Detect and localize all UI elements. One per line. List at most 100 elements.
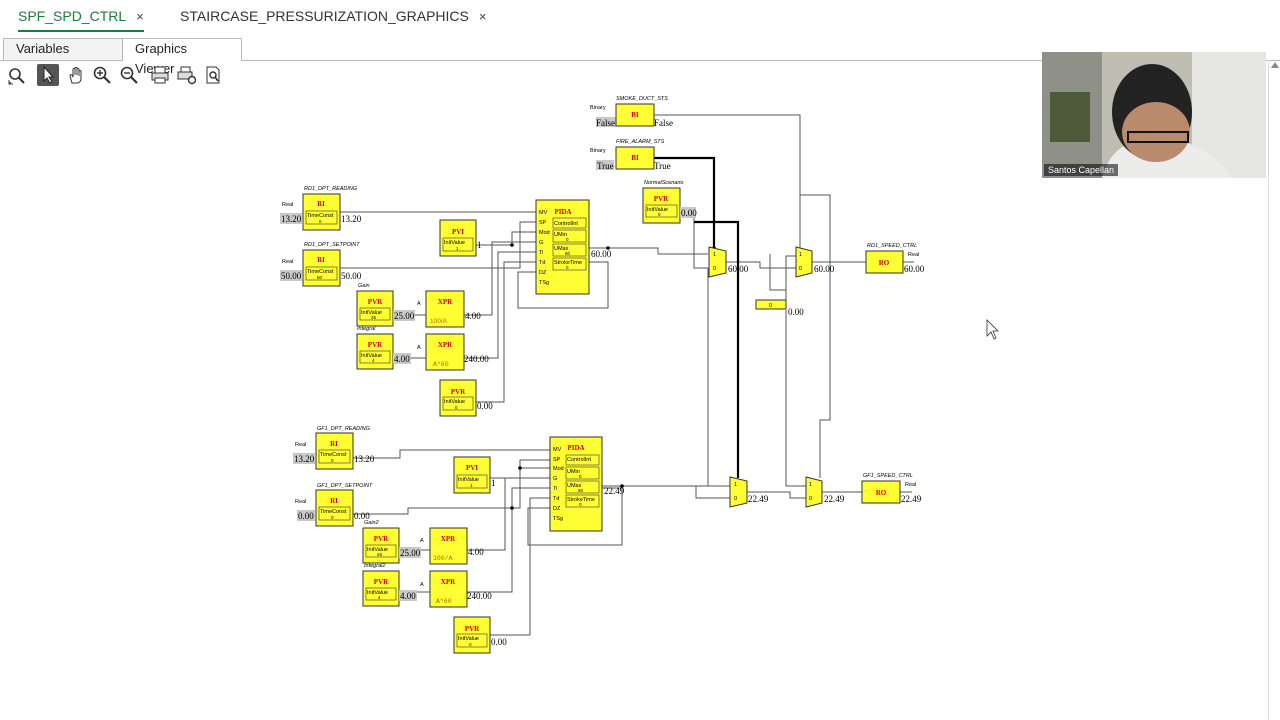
selector-block-c[interactable] — [729, 476, 748, 508]
param-label: InitValue — [458, 636, 479, 642]
normal-scenario-pvr-block[interactable] — [642, 187, 681, 224]
tab-label: SPF_SPD_CTRL — [18, 8, 127, 24]
block-title: RI — [330, 440, 338, 448]
pida-input-label: G — [539, 240, 543, 246]
constant-block[interactable] — [755, 299, 787, 310]
param-label: InitValue — [367, 547, 388, 553]
block-title: XPR — [438, 341, 453, 349]
xpr-block-3[interactable] — [429, 527, 468, 565]
param-label: TimeConst — [307, 213, 334, 219]
pida-input-label: Ti — [553, 486, 557, 492]
value-box — [399, 590, 417, 601]
value-box — [280, 270, 302, 281]
webcam-overlay: Santos Capellan — [1042, 52, 1266, 178]
gf1-setpoint-ri-block[interactable] — [315, 489, 354, 527]
block-type-label: Real — [282, 202, 293, 208]
xpr-input-label: A — [417, 345, 421, 351]
td-pvr-block-1[interactable] — [439, 379, 477, 417]
xpr-block-2[interactable] — [425, 333, 465, 371]
block-title: PIDA — [567, 444, 584, 452]
block-type-label: Real — [282, 259, 293, 265]
xpr-block-1[interactable] — [425, 290, 465, 328]
output-value: 25.00 — [394, 311, 415, 321]
print-icon[interactable] — [149, 64, 171, 86]
integral2-pvr-block[interactable] — [362, 570, 400, 607]
zoom-in-icon[interactable] — [91, 64, 113, 86]
pointer-icon[interactable] — [37, 64, 59, 86]
output-value: 13.20 — [354, 454, 375, 464]
param-value: 25 — [377, 552, 383, 557]
pida-input-label: Td — [539, 260, 545, 266]
pida-input-label: TSg — [553, 516, 563, 522]
selector-input-label: 1 — [713, 252, 716, 258]
integral-pvr-block[interactable] — [356, 333, 394, 370]
gain2-pvr-block[interactable] — [362, 527, 400, 564]
smoke-duct-bi-block[interactable] — [615, 103, 655, 127]
block-title: PVR — [374, 535, 389, 543]
output-value: 4.00 — [465, 311, 481, 321]
pida-param-label: ControlInt — [567, 457, 591, 463]
output-value: 60.00 — [591, 249, 612, 259]
output-value: 1 — [477, 240, 482, 250]
rd1-speed-ro-block[interactable] — [865, 250, 904, 274]
block-caption: GF1_SPEED_CTRL — [863, 473, 913, 479]
param-value: 0 — [319, 219, 322, 224]
pida-input-label: DZ — [553, 506, 561, 512]
pida-param-label: UMax — [567, 483, 582, 489]
close-icon[interactable]: × — [136, 9, 144, 24]
input-value: True — [597, 161, 614, 171]
pida-param-label: UMax — [554, 246, 569, 252]
block-title: PVR — [368, 298, 383, 306]
xpr-block-4[interactable] — [429, 570, 468, 608]
gf1-speed-ro-block[interactable] — [861, 480, 901, 504]
param-label: InitValue — [367, 590, 388, 596]
zoom-out-icon[interactable] — [118, 64, 140, 86]
param-label: InitValue — [444, 399, 465, 405]
pida-input-label: MV — [553, 447, 562, 453]
xpr-expression: A*60 — [436, 598, 452, 605]
pida-param-label: StrokeTime — [567, 497, 595, 503]
output-value: 50.00 — [341, 271, 362, 281]
value-box — [393, 310, 415, 321]
value-box — [293, 453, 315, 464]
tab-staircase-pressurization-graphics[interactable]: STAIRCASE_PRESSURIZATION_GRAPHICS× — [180, 8, 486, 30]
selector-block-a[interactable] — [708, 246, 727, 278]
selector-block-b[interactable] — [795, 246, 813, 278]
selector-input-label: 1 — [799, 252, 802, 258]
vertical-scrollbar[interactable] — [1268, 60, 1280, 720]
print-setup-icon[interactable] — [176, 64, 198, 86]
pida-param-label: UMin — [567, 469, 580, 475]
td-pvr-block-2[interactable] — [453, 616, 491, 654]
block-caption: GF1_DPT_SETPOINT — [317, 483, 373, 489]
scroll-up-icon[interactable] — [1271, 62, 1279, 68]
pida-input-label: SP — [553, 457, 561, 463]
value-box — [393, 353, 411, 364]
tab-spf-spd-ctrl[interactable]: SPF_SPD_CTRL × — [18, 8, 144, 32]
input-value: False — [596, 118, 615, 128]
pida-input-label: Td — [553, 496, 559, 502]
pan-hand-icon[interactable] — [65, 64, 87, 86]
pida-input-label: Ti — [539, 250, 543, 256]
pida-input-label: DZ — [539, 270, 547, 276]
pida-input-label: Mod — [553, 466, 564, 472]
zoom-to-fit-icon[interactable] — [6, 64, 28, 86]
pida-block-2[interactable] — [549, 436, 603, 532]
pida-param-value: 0 — [566, 265, 569, 270]
block-caption: Gain2 — [364, 520, 379, 526]
print-preview-icon[interactable] — [202, 64, 224, 86]
selector-block-d[interactable] — [805, 476, 823, 508]
gf1-reading-ri-block[interactable] — [315, 432, 354, 470]
block-title: PIDA — [554, 208, 571, 216]
pida-block-1[interactable] — [535, 199, 590, 295]
view-tab-bar: Variables Graphics Viewer — [0, 36, 1280, 76]
fire-alarm-bi-block[interactable] — [615, 146, 655, 170]
tab-variables[interactable]: Variables — [3, 38, 123, 60]
block-caption: Integral — [357, 326, 376, 332]
mouse-cursor-icon — [986, 319, 999, 340]
xpr-expression: A*60 — [433, 361, 449, 368]
param-value: 0 — [331, 515, 334, 520]
close-icon[interactable]: × — [478, 9, 487, 24]
selector-input-label: 0 — [799, 266, 802, 272]
gain-pvr-block[interactable] — [356, 290, 394, 327]
output-value: 240.00 — [464, 354, 489, 364]
